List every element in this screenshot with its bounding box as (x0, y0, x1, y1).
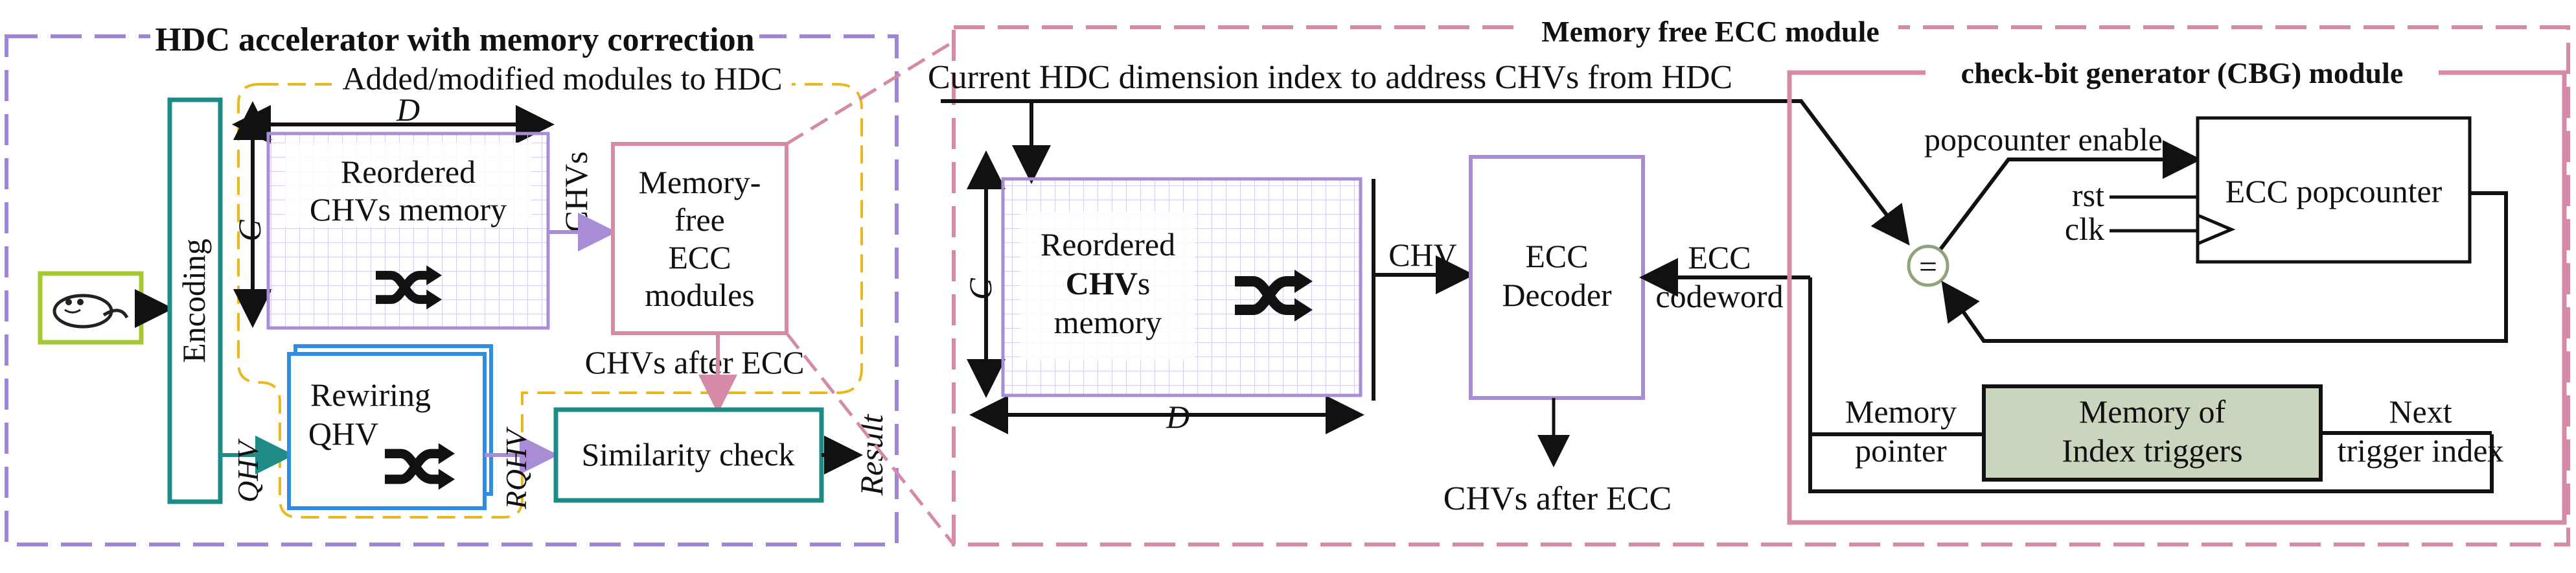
ecc-reordered-line1: Reordered (1041, 226, 1175, 263)
rewiring-line2: QHV (308, 415, 378, 452)
added-modules-label: Added/modified modules to HDC (342, 60, 782, 97)
chv-label: CHV (1388, 237, 1457, 273)
zoom-connectors (785, 40, 955, 546)
memory-free-ecc-modules: Memory- free ECC modules (611, 142, 788, 335)
dimension-index-label: Current HDC dimension index to address C… (928, 59, 1732, 96)
dim-d-label: D (396, 91, 420, 128)
clk-label: clk (2065, 211, 2104, 247)
similarity-check-block (553, 407, 824, 503)
next-trigger-line2: trigger index (2338, 432, 2504, 469)
similarity-check-label: Similarity check (581, 436, 794, 473)
mf-line2: free (674, 202, 725, 238)
reordered-memory-line1: Reordered (341, 154, 476, 190)
mem-idx-line1: Memory of (2079, 393, 2226, 430)
memory-index-triggers-block (1982, 384, 2323, 482)
memory-pointer-line2: pointer (1855, 432, 1947, 469)
equality-comparator-icon: = (1907, 244, 1949, 287)
ecc-chvs-after-label: CHVs after ECC (1443, 480, 1672, 517)
ecc-decoder-line2: Decoder (1502, 277, 1612, 313)
rqhv-label: RQHV (500, 427, 533, 510)
reordered-chvs-memory: Reordered CHVs memory (266, 132, 550, 330)
rst-label: rst (2072, 177, 2104, 213)
ecc-decoder-block (1469, 155, 1645, 400)
mf-line1: Memory- (639, 164, 761, 200)
codeword-line2: codeword (1655, 278, 1783, 314)
mf-line4: modules (645, 277, 754, 313)
encoding-label: Encoding (176, 239, 212, 363)
encoding-block (167, 97, 223, 504)
reordered-memory-line2: CHVs memory (310, 191, 507, 228)
ecc-popcounter-block (2196, 116, 2472, 264)
cbg-module-panel: check-bit generator (CBG) module popcoun… (1787, 56, 2567, 525)
memory-pointer-line1: Memory (1845, 393, 1957, 430)
ecc-panel-title: Memory free ECC module (1541, 15, 1880, 48)
memory-free-ecc-panel: Memory free ECC module Current HDC dimen… (928, 14, 2570, 546)
eq-label: = (1919, 248, 1937, 285)
ecc-dim-c-label: C (962, 278, 998, 300)
mem-idx-line2: Index triggers (2062, 432, 2242, 469)
ecc-dim-d-label: D (1166, 399, 1190, 435)
rewiring-qhv-block: Rewiring QHV (287, 344, 493, 510)
ecc-popcounter-label: ECC popcounter (2225, 173, 2443, 209)
cbg-title: check-bit generator (CBG) module (1961, 56, 2404, 89)
ecc-reordered-bold: CHV (1066, 265, 1138, 301)
mf-line3: ECC (668, 239, 731, 275)
chvs-after-ecc-label: CHVs after ECC (585, 344, 805, 380)
ecc-reordered-chvs-memory: Reordered CHVs memory (1001, 177, 1363, 397)
codeword-line1: ECC (1688, 239, 1751, 275)
popcounter-enable-label: popcounter enable (1924, 121, 2163, 158)
chvs-label: CHVs (558, 151, 594, 232)
next-trigger-line1: Next (2389, 393, 2452, 430)
rewiring-line1: Rewiring (310, 377, 431, 413)
ecc-reordered-line2: CHVs (1066, 265, 1151, 301)
hdc-panel-title: HDC accelerator with memory correction (155, 21, 754, 58)
ecc-reordered-suffix: s (1138, 265, 1150, 301)
ecc-reordered-line3: memory (1054, 304, 1162, 340)
dim-c-label: C (231, 220, 268, 242)
clock-triangle-icon (2197, 213, 2236, 246)
seal-icon (38, 271, 144, 345)
ecc-decoder-line1: ECC (1525, 238, 1588, 274)
qhv-label: QHV (231, 438, 264, 502)
hdc-accelerator-panel: HDC accelerator with memory correction A… (5, 21, 899, 546)
added-modules-region (237, 83, 863, 519)
